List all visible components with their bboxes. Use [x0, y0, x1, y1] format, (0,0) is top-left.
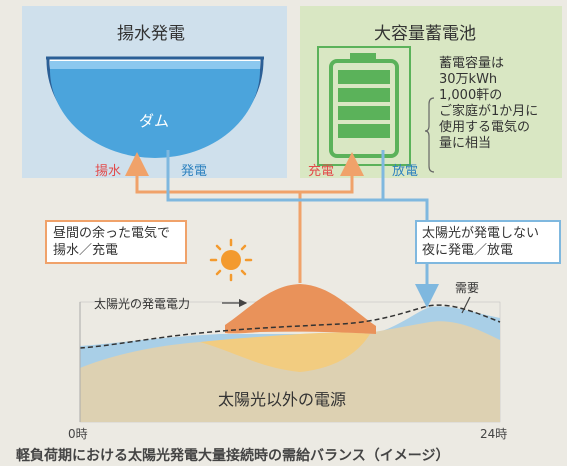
night-callout-box: [415, 220, 561, 264]
note-line: ご家庭が1か月に: [439, 104, 539, 119]
x-axis-start: 0時: [68, 427, 88, 441]
generate-label: 発電: [181, 164, 208, 179]
other-sources-area: [80, 321, 500, 422]
note-line: 1,000軒の: [439, 88, 503, 103]
dam-label: ダム: [139, 112, 170, 130]
battery-icon: [317, 46, 411, 166]
note-line: 量に相当: [439, 136, 492, 151]
demand-label: 需要: [455, 281, 480, 295]
daytime-callout-box: [45, 220, 187, 264]
callout-line: 太陽光が発電しない: [422, 226, 540, 241]
callout-line: 揚水／充電: [53, 243, 119, 258]
pump-charge-arrow: [125, 152, 302, 283]
discharge-label: 放電: [392, 164, 419, 179]
x-axis-end: 24時: [480, 427, 508, 441]
figure-caption: 軽負荷期における太陽光発電大量接続時の需給バランス（イメージ）: [16, 448, 450, 464]
midday-dip-area: [200, 332, 370, 372]
note-line: 30万kWh: [439, 72, 498, 87]
solar-output-label: 太陽光の発電電力: [94, 297, 191, 311]
dam-bowl: [46, 56, 264, 158]
daytime-callout: 昼間の余った電気で 揚水／充電: [53, 225, 170, 259]
battery-title: 大容量蓄電池: [374, 24, 476, 44]
other-sources-label: 太陽光以外の電源: [218, 390, 347, 409]
night-callout: 太陽光が発電しない 夜に発電／放電: [422, 225, 539, 259]
note-brace: [424, 97, 435, 173]
callout-line: 夜に発電／放電: [422, 243, 514, 258]
callout-line: 昼間の余った電気で: [53, 226, 171, 241]
battery-capacity-note: 蓄電容量は 30万kWh 1,000軒の ご家庭が1か月に 使用する電気の 量に…: [439, 56, 538, 152]
pump-label: 揚水: [95, 164, 122, 179]
pumped-storage-title: 揚水発電: [117, 24, 185, 44]
demand-line: [79, 304, 501, 349]
charge-label: 充電: [308, 164, 335, 179]
solar-output-area: [225, 284, 376, 334]
note-line: 使用する電気の: [439, 120, 531, 135]
sun-icon: [209, 238, 253, 282]
note-line: 蓄電容量は: [439, 56, 505, 71]
charge-arrow: [300, 152, 364, 194]
supply-demand-graph: [79, 284, 501, 423]
demand-label-pointer: [461, 296, 471, 314]
